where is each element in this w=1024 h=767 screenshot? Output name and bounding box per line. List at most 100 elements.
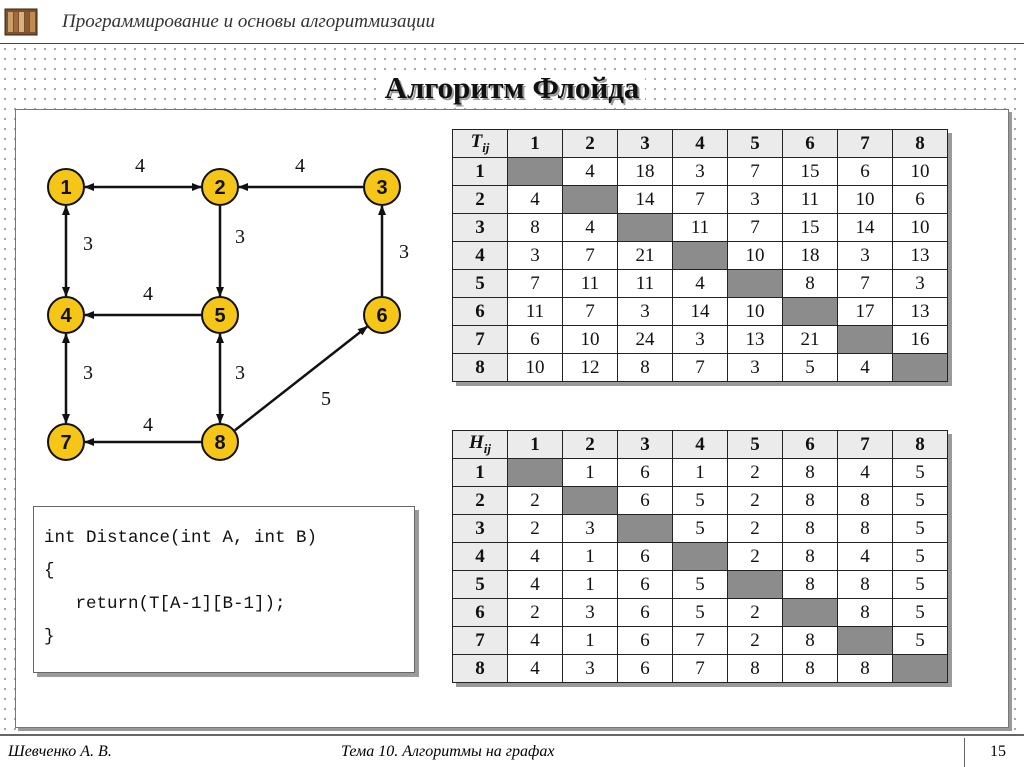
graph-node-2: 2 <box>201 168 239 206</box>
table-cell: 4 <box>507 626 563 655</box>
table-cell: 5 <box>892 598 948 627</box>
table-cell: 6 <box>617 542 673 571</box>
table-cell: 4 <box>672 269 728 298</box>
table-cell: 8 <box>837 486 893 515</box>
node-label: 8 <box>214 432 225 454</box>
graph-edge-8-6 <box>234 325 368 432</box>
corner-main-text: H <box>468 432 484 454</box>
row-header: 1 <box>452 157 508 186</box>
table-cell: 4 <box>507 570 563 599</box>
table-cell: 3 <box>837 241 893 270</box>
table-cell: 7 <box>672 654 728 683</box>
table-cell: 11 <box>617 269 673 298</box>
table-cell: 3 <box>562 598 618 627</box>
table-cell: 7 <box>672 353 728 382</box>
graph-node-4: 4 <box>47 296 85 334</box>
row-header: 3 <box>452 514 508 543</box>
node-label: 3 <box>376 177 387 199</box>
table-cell: 14 <box>617 185 673 214</box>
table-cell: 10 <box>892 157 948 186</box>
books-icon <box>4 8 38 36</box>
edge-weight-label: 4 <box>135 155 145 177</box>
table-cell: 6 <box>892 185 948 214</box>
table-cell: 6 <box>837 157 893 186</box>
node-label: 2 <box>214 177 225 199</box>
table-cell: 1 <box>562 570 618 599</box>
row-header: 4 <box>452 542 508 571</box>
table-cell: 6 <box>507 325 563 354</box>
table-cell: 5 <box>892 486 948 515</box>
table-cell: 5 <box>892 542 948 571</box>
table-cell: 7 <box>837 269 893 298</box>
column-header: 1 <box>507 129 563 158</box>
row-header: 6 <box>452 598 508 627</box>
table-cell: 5 <box>892 626 948 655</box>
table-cell: 7 <box>562 297 618 326</box>
edge-weight-label: 3 <box>235 226 245 248</box>
row-header: 1 <box>452 458 508 487</box>
table-cell: 7 <box>672 185 728 214</box>
table-cell: 5 <box>782 353 838 382</box>
table-cell: 3 <box>672 157 728 186</box>
course-title: Программирование и основы алгоритмизации <box>62 11 436 32</box>
node-circle <box>201 168 239 206</box>
column-header: 6 <box>782 129 838 158</box>
table-cell: 6 <box>617 486 673 515</box>
author-name: Шевченко А. В. <box>8 743 112 760</box>
diagonal-cell <box>562 486 618 515</box>
column-header: 2 <box>562 129 618 158</box>
corner-subscript: ij <box>482 139 490 155</box>
table-cell: 15 <box>782 213 838 242</box>
page-number: 15 <box>990 743 1006 760</box>
column-header: 2 <box>562 430 618 459</box>
diagonal-cell <box>892 654 948 683</box>
table-cell: 8 <box>782 458 838 487</box>
corner-main-text: T <box>470 131 483 153</box>
table-cell: 3 <box>562 654 618 683</box>
table-cell: 15 <box>782 157 838 186</box>
table-cell: 8 <box>782 626 838 655</box>
edge-weight-label: 5 <box>321 388 331 410</box>
table-cell: 5 <box>892 570 948 599</box>
table-cell: 6 <box>617 626 673 655</box>
column-header: 4 <box>672 129 728 158</box>
table-cell: 8 <box>782 542 838 571</box>
code-block: int Distance(int A, int B) { return(T[A-… <box>33 506 415 673</box>
node-label: 4 <box>60 305 72 327</box>
diagonal-cell <box>727 269 783 298</box>
title-container: Алгоритм Флойда <box>0 70 1024 106</box>
header-divider <box>0 43 1024 44</box>
graph-node-3: 3 <box>363 168 401 206</box>
node-circle <box>201 423 239 461</box>
row-header: 2 <box>452 185 508 214</box>
table-cell: 2 <box>727 514 783 543</box>
corner-subscript: ij <box>483 440 491 456</box>
node-circle <box>47 423 85 461</box>
edge-weight-label: 4 <box>143 414 153 436</box>
table-cell: 10 <box>892 213 948 242</box>
table-cell: 14 <box>837 213 893 242</box>
table-cell: 18 <box>782 241 838 270</box>
table-cell: 21 <box>617 241 673 270</box>
table-cell: 11 <box>507 297 563 326</box>
graph-node-5: 5 <box>201 296 239 334</box>
column-header: 8 <box>892 430 948 459</box>
table-cell: 2 <box>727 458 783 487</box>
table-cell: 2 <box>507 514 563 543</box>
table-cell: 8 <box>782 269 838 298</box>
column-header: 7 <box>837 430 893 459</box>
diagonal-cell <box>507 157 563 186</box>
column-header: 6 <box>782 430 838 459</box>
table-cell: 8 <box>837 514 893 543</box>
table-cell: 6 <box>617 654 673 683</box>
table-cell: 2 <box>507 598 563 627</box>
table-cell: 4 <box>507 542 563 571</box>
